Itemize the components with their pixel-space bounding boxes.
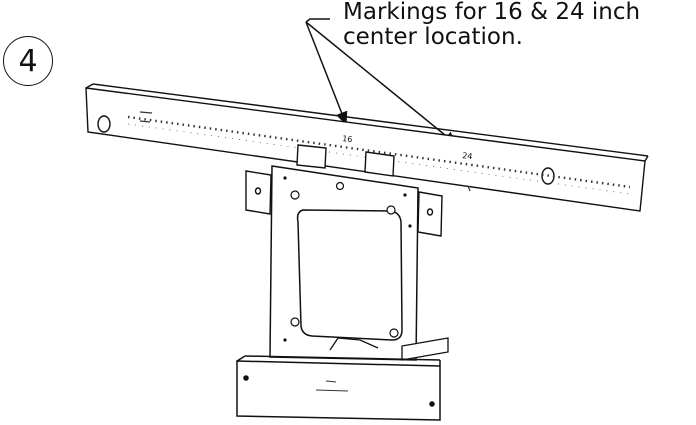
callout-leader-lines	[305, 18, 458, 145]
bottom-plate-markings	[315, 380, 349, 392]
leader-arrow-24	[305, 21, 458, 145]
bar-small-labels	[139, 111, 471, 192]
support-bar-face	[85, 87, 646, 212]
lower-bracket	[329, 337, 449, 361]
bar-mark-24: 24	[462, 151, 473, 161]
callout-line-2: center location.	[343, 24, 523, 50]
step-number-badge: 4	[3, 36, 53, 86]
bar-hole-left	[97, 115, 111, 133]
support-bar	[85, 83, 649, 212]
lower-bracket-foot	[401, 337, 449, 361]
callout-line-1: Markings for 16 & 24 inch	[343, 0, 641, 25]
clip-left	[296, 144, 327, 169]
callout-text: Markings for 16 & 24 inch center locatio…	[343, 0, 693, 50]
bottom-plate-hole-left	[243, 375, 249, 381]
bracket-side-tabs	[245, 170, 443, 237]
plate-small-holes	[283, 176, 412, 342]
bar-clips	[296, 144, 395, 177]
bar-marking-dots	[127, 115, 631, 189]
leader-line-horizontal	[305, 18, 330, 23]
mounting-plate	[269, 165, 419, 361]
keyhole-slots	[290, 181, 399, 338]
step-number: 4	[18, 43, 38, 79]
leader-arrow-16	[305, 21, 348, 126]
bottom-plate	[236, 355, 441, 421]
clip-right	[364, 151, 395, 177]
plate-opening	[296, 209, 403, 341]
bottom-plate-hole-right	[429, 401, 435, 407]
bar-mark-16: 16	[342, 134, 353, 144]
